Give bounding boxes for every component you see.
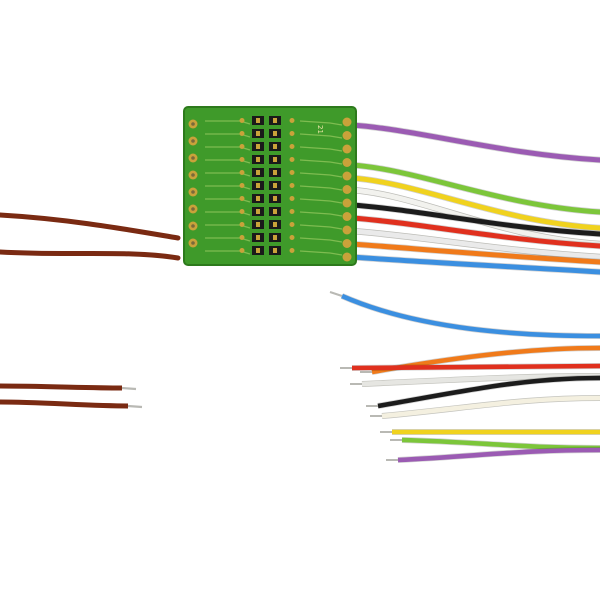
solder-pad-right — [342, 239, 352, 248]
wire-tip — [127, 404, 143, 409]
brown-wire-attached-2 — [0, 249, 181, 261]
solder-pad-right — [342, 171, 352, 181]
loose-wire-bundle — [329, 291, 600, 463]
wire-white-2 — [349, 228, 600, 260]
loose-wire-white — [361, 373, 600, 387]
loose-wire-black — [377, 375, 600, 409]
solder-pad-right — [342, 144, 352, 154]
loose-wire-green — [401, 437, 600, 451]
decoder-pcb: 21 — [183, 106, 357, 266]
top-wire-bundle — [348, 121, 600, 276]
loose-wire-violet — [397, 447, 600, 463]
loose-wire-blue — [341, 293, 600, 339]
wire-black — [349, 202, 600, 237]
wire-tip — [329, 291, 343, 297]
solder-pad-right — [342, 158, 352, 167]
brown-wire-loose-1 — [0, 383, 123, 391]
wire-green — [349, 162, 600, 215]
wire-blue — [349, 254, 600, 275]
loose-wire-red — [351, 363, 600, 371]
wire-orange — [349, 241, 600, 265]
wire-red — [349, 215, 600, 249]
loose-wire-cream — [381, 395, 600, 419]
solder-pad-right — [342, 212, 352, 221]
wire-yellow — [349, 175, 600, 231]
left-brown-wire-pair — [0, 212, 181, 261]
pcb-label: 21 — [316, 125, 324, 134]
wire-tip — [121, 386, 137, 391]
solder-pad-right — [342, 225, 352, 235]
wire-violet — [349, 122, 600, 163]
loose-brown-wire-pair — [0, 383, 143, 409]
brown-wire-attached-1 — [0, 212, 181, 241]
solder-pad-right — [342, 252, 352, 262]
solder-pad-right — [342, 198, 352, 208]
brown-wire-loose-2 — [0, 399, 129, 409]
solder-pad-right — [342, 131, 352, 140]
solder-pad-right — [342, 185, 352, 194]
solder-pad-right — [342, 117, 352, 127]
